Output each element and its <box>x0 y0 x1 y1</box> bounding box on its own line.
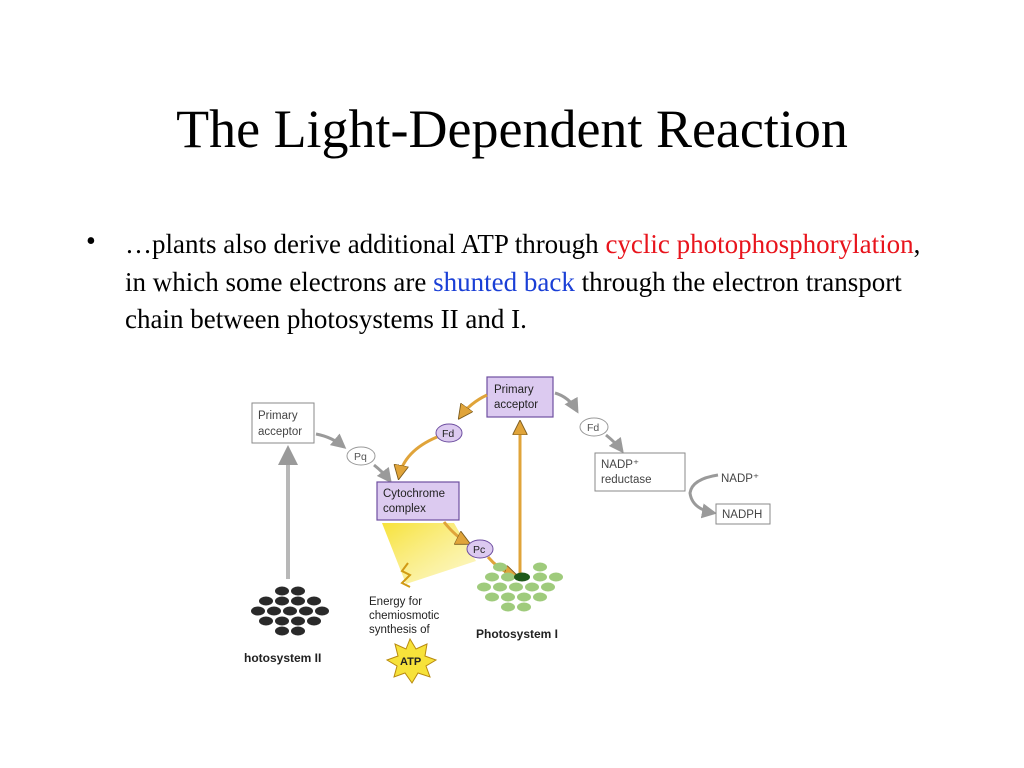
ps1-primary-acceptor-line2: acceptor <box>494 399 538 411</box>
fd-cyclic-carrier <box>435 423 463 443</box>
bullet-text-part-3: through the electron transport chain bet… <box>125 266 902 335</box>
cytochrome-complex-line1: Cytochrome <box>383 488 445 500</box>
pq-to-cytochrome-arrow <box>373 463 392 484</box>
acceptor-to-fd-cyclic-arrow <box>460 393 488 417</box>
pc-label: Pc <box>473 544 485 556</box>
nadp-reductase-line2: reductase <box>601 474 652 486</box>
photosystem-1-cluster <box>477 562 563 612</box>
energy-text-line3: synthesis of <box>369 624 431 636</box>
bullet-text: …plants also derive additional ATP throu… <box>125 226 935 339</box>
nadp-reductase-box <box>594 452 686 492</box>
slide-title: The Light-Dependent Reaction <box>176 99 848 159</box>
cytochrome-complex-box <box>376 481 460 521</box>
pq-label: Pq <box>354 451 367 463</box>
photosystem-2-cluster <box>251 586 329 636</box>
energy-wedge <box>382 523 476 584</box>
nadp-plus-label: NADP⁺ <box>721 473 759 485</box>
ps2-primary-acceptor-line2: acceptor <box>258 426 302 438</box>
cyclic-photophosphorylation-term: cyclic photophosphorylation <box>605 229 914 259</box>
shunted-back-term: shunted back <box>433 266 575 297</box>
ps1-primary-acceptor-box <box>486 376 554 418</box>
nadp-reductase-line1: NADP⁺ <box>601 459 639 471</box>
ps2-primary-acceptor-line1: Primary <box>258 410 298 422</box>
nadp-to-nadph-arrow <box>688 473 719 519</box>
bullet-marker: • <box>86 226 96 257</box>
ps1-primary-acceptor-line1: Primary <box>494 384 534 396</box>
fd-carrier <box>579 417 609 437</box>
acceptor-to-fd-arrow <box>554 391 579 414</box>
photosystem-1-label: Photosystem I <box>476 627 558 641</box>
photosystem-2-label: hotosystem II <box>244 651 321 665</box>
energy-squiggle <box>400 562 412 588</box>
nadph-label: NADPH <box>722 509 762 521</box>
pc-carrier <box>466 539 494 559</box>
bullet-text-part-1: …plants also derive additional ATP throu… <box>125 229 606 259</box>
nadph-box <box>715 503 771 525</box>
atp-burst <box>385 637 438 684</box>
energy-text-line2: chemiosmotic <box>369 610 440 622</box>
fd-label: Fd <box>587 422 599 434</box>
energy-text-line1: Energy for <box>369 596 422 608</box>
cytochrome-complex-line2: complex <box>383 503 426 515</box>
fd-to-nadp-reductase-arrow <box>605 433 624 454</box>
pq-carrier <box>346 446 376 466</box>
acceptor-to-pq-arrow <box>315 432 347 449</box>
atp-label: ATP <box>400 656 421 668</box>
ps1-reaction-center <box>514 572 530 582</box>
fd-to-cytochrome-cyclic-arrow <box>399 435 438 477</box>
bullet-text-part-2: , in which some electrons are <box>125 229 921 297</box>
fd-cyclic-label: Fd <box>442 428 454 440</box>
cyclic-electron-flow-diagram: Primary acceptor Pq Cytochrome complex P… <box>244 376 771 684</box>
cytochrome-to-pc-arrow <box>442 521 468 543</box>
ps2-primary-acceptor-box <box>251 402 315 444</box>
